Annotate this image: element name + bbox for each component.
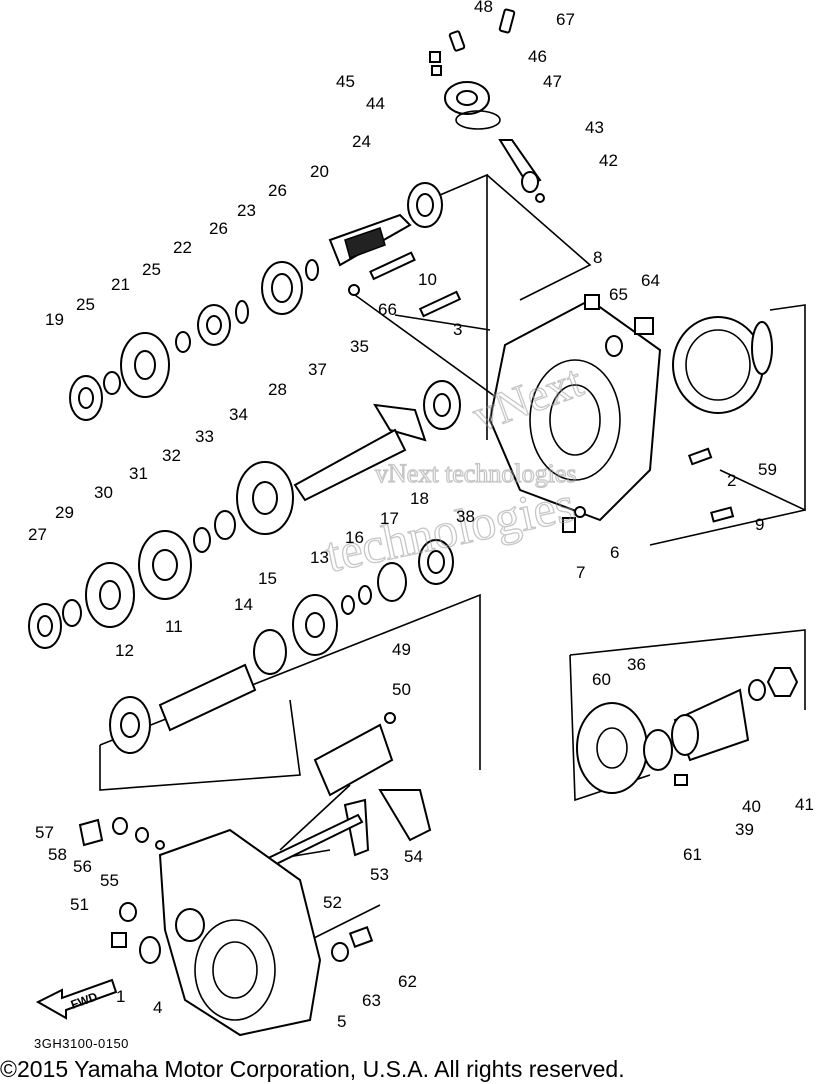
callout-39: 39 [735, 820, 754, 839]
callout-12: 12 [115, 641, 134, 660]
callout-32: 32 [162, 446, 181, 465]
callout-51: 51 [70, 895, 89, 914]
fwd-label: FWD [69, 989, 100, 1012]
lower-shaft-parts [109, 539, 454, 754]
callout-60: 60 [592, 670, 611, 689]
callout-35: 35 [350, 337, 369, 356]
callout-29: 29 [55, 503, 74, 522]
callout-9: 9 [755, 515, 764, 534]
callout-54: 54 [404, 847, 423, 866]
callout-46: 46 [528, 47, 547, 66]
callout-49: 49 [392, 640, 411, 659]
sensor-assembly [429, 8, 545, 203]
callout-1: 1 [116, 987, 125, 1006]
callout-34: 34 [229, 405, 248, 424]
callout-63: 63 [362, 991, 381, 1010]
callout-50: 50 [392, 680, 411, 699]
middle-shaft-parts [28, 380, 461, 649]
callout-4: 4 [153, 998, 162, 1017]
callout-47: 47 [543, 72, 562, 91]
lower-case [78, 817, 374, 1037]
callout-2: 2 [727, 471, 736, 490]
transmission-case [488, 294, 735, 533]
callout-40: 40 [742, 797, 761, 816]
yoke-group [576, 667, 799, 794]
callout-30: 30 [94, 483, 113, 502]
callout-6: 6 [610, 543, 619, 562]
callout-62: 62 [398, 972, 417, 991]
forward-direction-arrow: FWD [35, 978, 118, 1020]
callout-17: 17 [380, 509, 399, 528]
callout-61: 61 [683, 845, 702, 864]
callout-58: 58 [48, 845, 67, 864]
callout-36: 36 [627, 655, 646, 674]
callout-57: 57 [35, 823, 54, 842]
callout-65: 65 [609, 285, 628, 304]
callout-59: 59 [758, 460, 777, 479]
callout-7: 7 [576, 563, 585, 582]
callout-64: 64 [641, 271, 660, 290]
upper-shaft-parts [69, 182, 462, 421]
callout-26-a: 26 [268, 181, 287, 200]
callout-16: 16 [345, 528, 364, 547]
callout-38: 38 [456, 507, 475, 526]
callout-25-a: 25 [142, 260, 161, 279]
callout-21: 21 [111, 275, 130, 294]
callout-55: 55 [100, 871, 119, 890]
callout-25-b: 25 [76, 295, 95, 314]
side-cover [672, 316, 773, 414]
callout-43: 43 [585, 118, 604, 137]
callout-52: 52 [323, 893, 342, 912]
callout-27: 27 [28, 525, 47, 544]
callout-67: 67 [556, 10, 575, 29]
watermark-text-1: vNext technologies [375, 459, 576, 488]
callout-19: 19 [45, 310, 64, 329]
callout-66: 66 [378, 300, 397, 319]
callout-23: 23 [237, 201, 256, 220]
callout-31: 31 [129, 464, 148, 483]
callout-18: 18 [410, 489, 429, 508]
callout-33: 33 [195, 427, 214, 446]
copyright-notice: ©2015 Yamaha Motor Corporation, U.S.A. A… [0, 1056, 625, 1082]
shift-mechanism [258, 712, 432, 872]
callout-56: 56 [73, 857, 92, 876]
callout-10: 10 [418, 270, 437, 289]
callout-15: 15 [258, 569, 277, 588]
callout-37: 37 [308, 360, 327, 379]
callout-44: 44 [366, 94, 385, 113]
diagram-code: 3GH3100-0150 [34, 1036, 129, 1051]
callout-28: 28 [268, 380, 287, 399]
callout-labels: 48 67 46 45 44 47 43 42 24 20 26 23 26 2… [28, 0, 814, 1031]
callout-5: 5 [337, 1012, 346, 1031]
callout-53: 53 [370, 865, 389, 884]
callout-45: 45 [336, 72, 355, 91]
callout-11: 11 [165, 617, 183, 636]
callout-14: 14 [234, 595, 253, 614]
callout-13: 13 [310, 548, 329, 567]
callout-48: 48 [474, 0, 493, 16]
callout-24: 24 [352, 132, 371, 151]
callout-26-b: 26 [209, 219, 228, 238]
callout-22: 22 [173, 238, 192, 257]
callout-20: 20 [310, 162, 329, 181]
callout-3: 3 [453, 320, 462, 339]
callout-8: 8 [593, 248, 602, 267]
callout-41: 41 [795, 795, 814, 814]
callout-42: 42 [599, 151, 618, 170]
